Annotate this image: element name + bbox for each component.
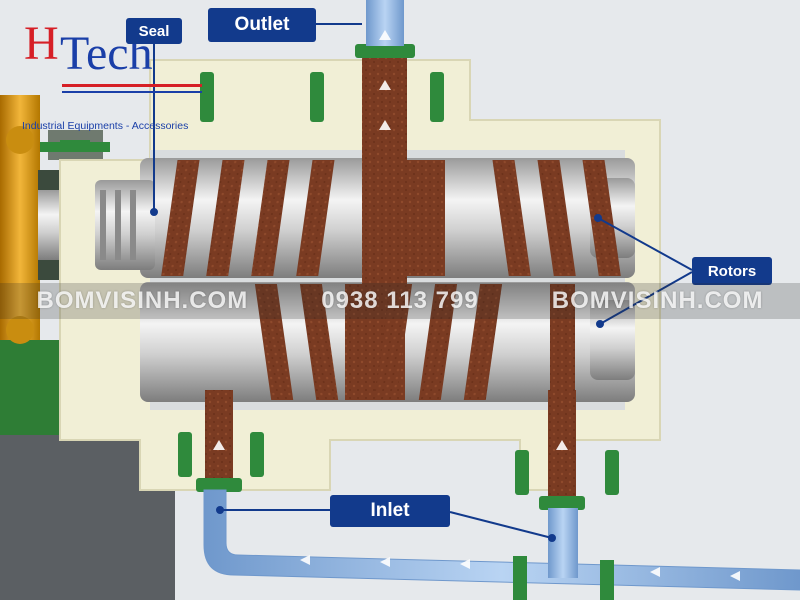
- callout-leaders: [150, 23, 693, 542]
- seal: [95, 180, 155, 270]
- seal-label: Seal: [126, 18, 182, 44]
- inlet-label: Inlet: [330, 495, 450, 527]
- htech-logo: H Tech Industrial Equipments - Accessori…: [22, 18, 212, 138]
- flow-arrows: [213, 30, 740, 581]
- watermark-phone: 0938 113 799: [321, 287, 479, 314]
- watermark-site-left: BOMVISINH.COM: [36, 287, 249, 314]
- outlet-label: Outlet: [208, 8, 316, 42]
- inlet-channels: [196, 390, 585, 510]
- lower-rotor: [140, 282, 635, 402]
- inlet-pipe: [203, 489, 800, 600]
- logo-underline-red: [62, 84, 202, 87]
- logo-underline-blue: [62, 91, 202, 93]
- logo-letter-h: H: [24, 17, 59, 70]
- watermark-site-right: BOMVISINH.COM: [551, 287, 764, 314]
- watermark-band: BOMVISINH.COM 0938 113 799 BOMVISINH.COM: [0, 283, 800, 319]
- outlet-channel: [355, 0, 415, 285]
- rotors-label: Rotors: [692, 257, 772, 285]
- motor: [0, 95, 120, 435]
- logo-tagline: Industrial Equipments - Accessories: [22, 120, 189, 132]
